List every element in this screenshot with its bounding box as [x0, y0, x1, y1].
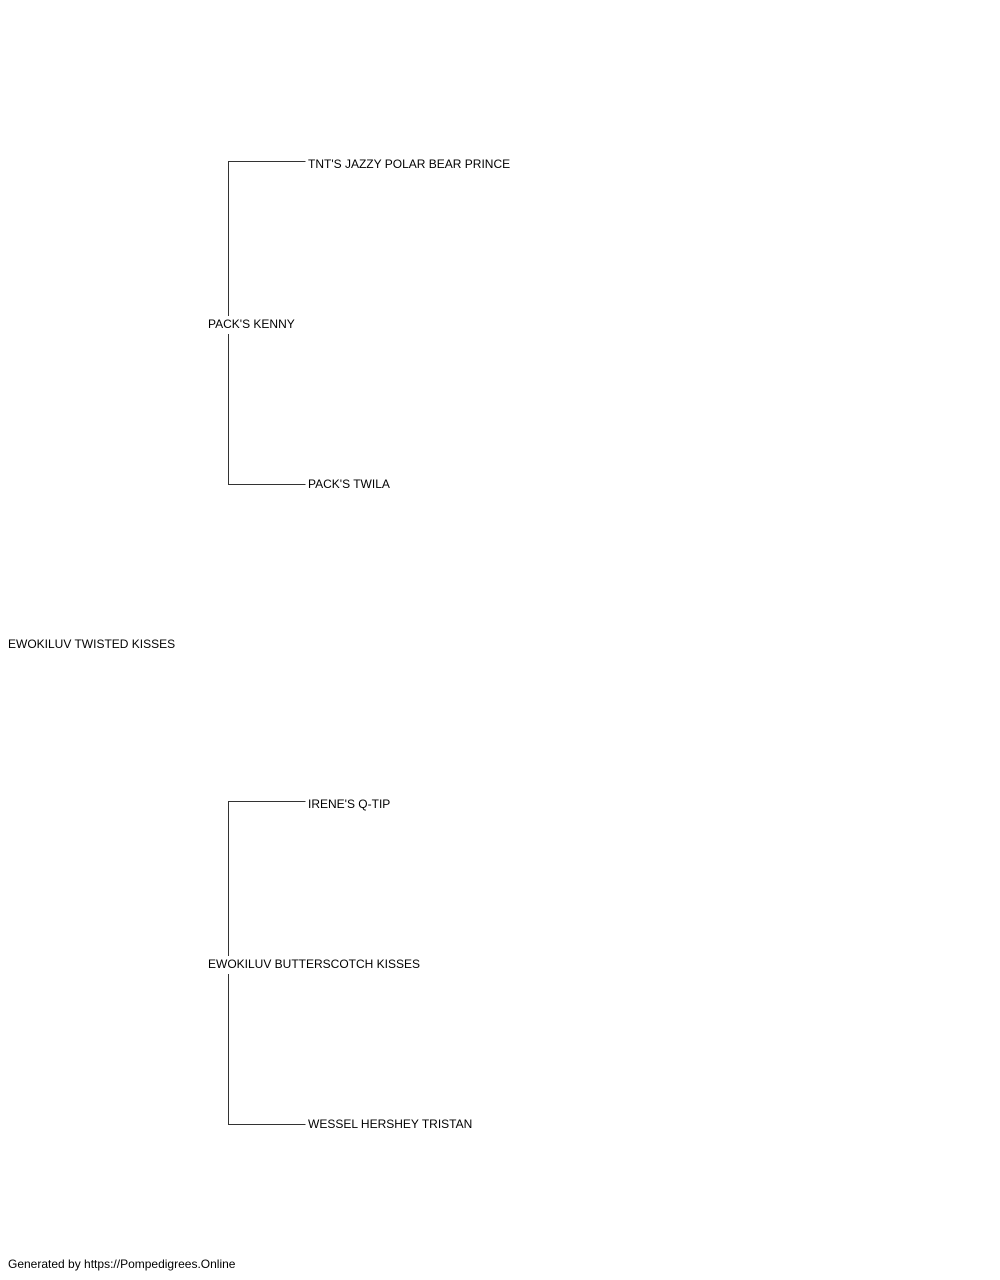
subject-name[interactable]: EWOKILUV TWISTED KISSES — [8, 637, 176, 651]
dam-upper-connector — [228, 801, 306, 956]
sire-name[interactable]: PACK'S KENNY — [208, 317, 295, 331]
sire-lower-connector — [228, 334, 306, 485]
dam-lower-connector — [228, 974, 306, 1125]
sire-dam-name[interactable]: PACK'S TWILA — [308, 477, 390, 491]
sire-upper-connector — [228, 161, 306, 316]
sire-sire-name[interactable]: TNT'S JAZZY POLAR BEAR PRINCE — [308, 157, 511, 171]
footer-credit: Generated by https://Pompedigrees.Online — [8, 1257, 236, 1271]
dam-name[interactable]: EWOKILUV BUTTERSCOTCH KISSES — [208, 957, 421, 971]
dam-dam-name[interactable]: WESSEL HERSHEY TRISTAN — [308, 1117, 473, 1131]
dam-sire-name[interactable]: IRENE'S Q-TIP — [308, 797, 391, 811]
